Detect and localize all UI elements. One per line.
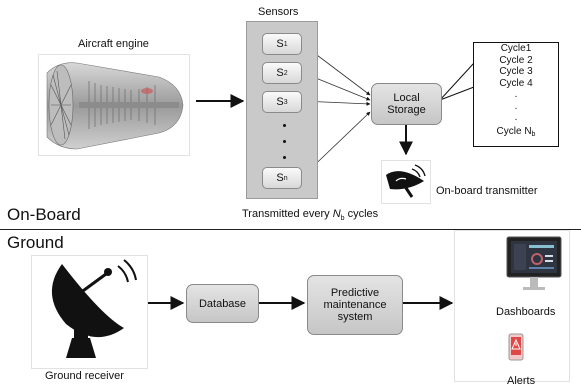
cycle-line: Cycle1 <box>500 43 532 54</box>
ground-receiver-frame <box>31 255 148 369</box>
cycles-callout-pointer <box>439 62 475 101</box>
predictive-line2: maintenance <box>323 299 387 311</box>
sensor-s1-sub: 1 <box>283 40 288 48</box>
sensor-sn-sub: n <box>283 174 288 182</box>
cycle-line: Cycle 4 <box>499 77 533 89</box>
local-storage-line2: Storage <box>387 104 426 116</box>
sensor-s3-label: S <box>276 96 284 108</box>
predictive-maintenance-box: Predictive maintenance system <box>307 275 403 335</box>
sensor-s2-label: S <box>276 67 284 79</box>
alerts-label: Alerts <box>507 375 536 387</box>
cycle-ellipsis: . <box>514 89 518 100</box>
dashboard-monitor-icon <box>505 235 563 300</box>
database-label: Database <box>198 297 247 310</box>
transmitted-sub: b <box>340 215 345 223</box>
predictive-line1: Predictive <box>330 287 380 299</box>
engine-label: Aircraft engine <box>78 38 149 50</box>
dashboards-label: Dashboards <box>496 306 556 318</box>
cycle-line: Cycle 2 <box>499 54 533 66</box>
aircraft-engine-icon <box>46 62 184 150</box>
cycles-box: Cycle1 Cycle 2 Cycle 3 Cycle 4 . . . Cyc… <box>473 42 559 147</box>
transmitter-dish-icon <box>386 164 426 198</box>
transmitted-var: N <box>332 208 341 220</box>
cycle-last-line: Cycle Nb <box>474 126 558 138</box>
cycle-last-base: Cycle N <box>496 125 532 137</box>
engine-image-frame <box>38 54 190 156</box>
satellite-dish-icon <box>51 259 137 358</box>
transmitter-frame <box>381 160 431 204</box>
sensors-title: Sensors <box>258 6 299 18</box>
ground-receiver-label: Ground receiver <box>45 370 124 382</box>
transmitted-note: Transmitted every Nb cycles <box>242 208 378 222</box>
sensor-ellipsis-dot <box>283 140 286 143</box>
ground-section-label: Ground <box>7 233 64 252</box>
database-box: Database <box>186 284 259 323</box>
sensor-sn-label: S <box>276 172 284 184</box>
cycle-last-sub: b <box>531 130 536 138</box>
transmitted-prefix: Transmitted every <box>242 208 333 220</box>
cycle-ellipsis: . <box>514 100 518 112</box>
alerts-phone-icon <box>508 333 524 366</box>
cycle-ellipsis: . <box>514 112 518 123</box>
sensor-s3-sub: 3 <box>283 98 288 106</box>
onboard-section-label: On-Board <box>7 205 81 224</box>
cycle-line: Cycle 3 <box>499 66 533 77</box>
predictive-line3: system <box>337 311 373 323</box>
sensor-s2-sub: 2 <box>283 69 288 77</box>
transmitted-suffix: cycles <box>344 208 379 220</box>
local-storage-box: Local Storage <box>371 83 442 125</box>
local-storage-line1: Local <box>393 92 420 104</box>
sensor-ellipsis-dot <box>283 124 286 127</box>
sensor-s1-label: S <box>276 38 284 50</box>
transmitter-label: On-board transmitter <box>436 185 538 197</box>
sensor-ellipsis-dot <box>283 156 286 159</box>
